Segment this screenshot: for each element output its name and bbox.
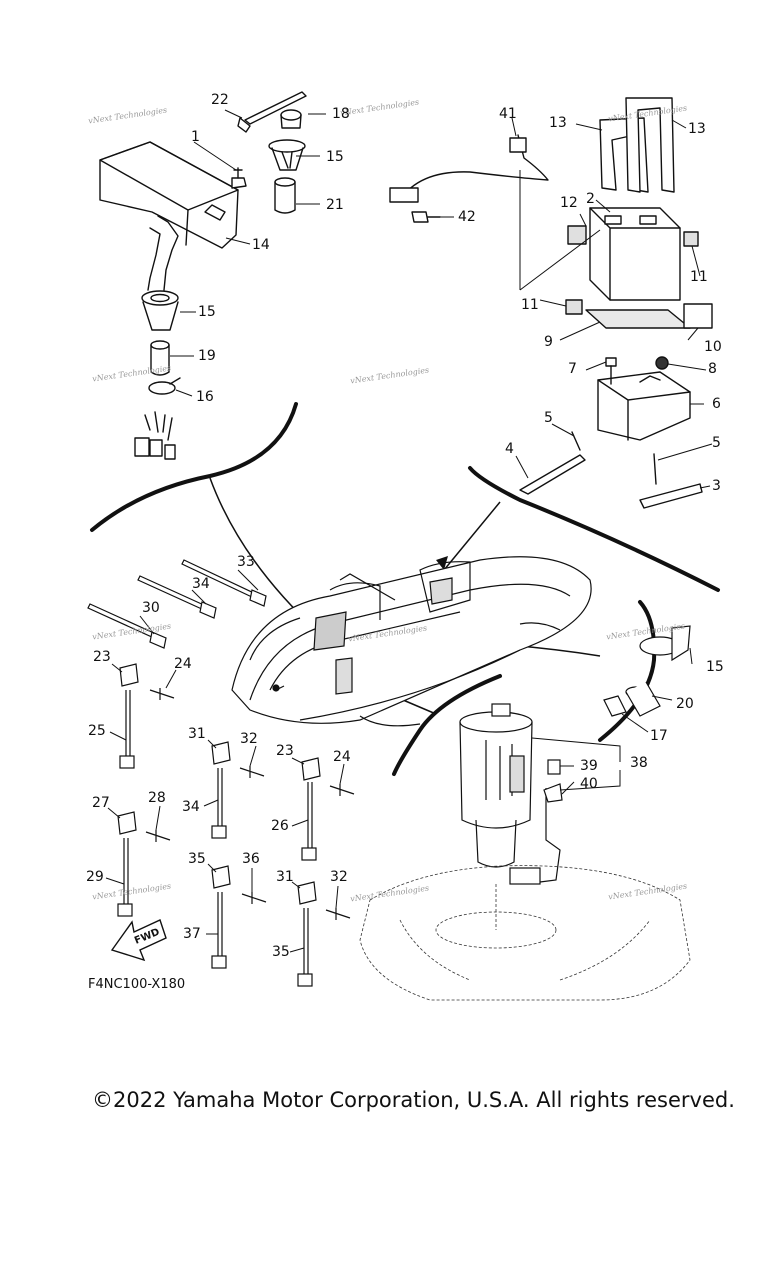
callout-15: 15 [198,304,216,320]
fuel-tank [359,865,691,1001]
callout-34: 34 [192,576,210,592]
callout-5: 5 [712,435,721,451]
callout-26: 26 [271,818,289,834]
bracket-3 [639,483,703,509]
callout-37: 37 [183,926,201,942]
parts-diagram: FWD [87,91,720,1001]
callout-6: 6 [712,396,721,412]
battery-2 [589,207,681,301]
ecu-box-assembly [99,141,239,291]
diagram-code: F4NC100-X180 [88,977,186,992]
callout-23: 23 [93,649,111,665]
callout-39: 39 [580,758,598,774]
pad-10 [683,303,713,329]
tie-22 [237,91,307,133]
bolt-42 [411,211,441,223]
callout-22: 22 [211,92,229,108]
bracket-4 [519,454,586,495]
callout-15: 15 [706,659,724,675]
callout-40: 40 [580,776,598,792]
callout-19: 19 [198,348,216,364]
callout-12: 12 [560,195,578,211]
callout-20: 20 [676,696,694,712]
callout-8: 8 [708,361,717,377]
watercraft-hull [231,556,592,727]
callout-32: 32 [330,869,348,885]
callout-7: 7 [568,361,577,377]
battery-box-6 [597,371,691,441]
callout-35: 35 [188,851,206,867]
callout-11: 11 [521,297,539,313]
callout-33: 34 [182,799,200,815]
cable-ties [87,559,267,649]
fwd-arrow-icon: FWD [110,919,167,962]
bolt-1 [231,167,247,189]
callout-14: 14 [252,237,270,253]
sleeve-21 [274,177,296,214]
callout-4: 4 [505,441,514,457]
nut-8 [655,356,669,370]
callout-31: 31 [188,726,206,742]
clips [117,663,355,987]
callout-27: 27 [92,795,110,811]
callout-28: 28 [148,790,166,806]
callout-34: 35 [272,944,290,960]
cap-18 [280,109,302,129]
callout-5: 5 [544,410,553,426]
callout-24: 24 [174,656,192,672]
callout-17: 17 [650,728,668,744]
callout-32: 32 [240,731,258,747]
copyright-notice: ©2022 Yamaha Motor Corporation, U.S.A. A… [92,1088,735,1112]
bolt-5 [571,431,657,485]
callout-10: 10 [704,339,722,355]
strap-13 [599,97,675,193]
callout-42: 42 [458,209,476,225]
wire-harness-connector [134,411,176,460]
callout-24: 24 [333,749,351,765]
callout-29: 29 [86,869,104,885]
callout-21: 21 [326,197,344,213]
sleeve-19 [150,340,170,376]
callout-11: 11 [690,269,708,285]
callout-2: 2 [586,191,595,207]
callout-3: 3 [712,478,721,494]
callout-18: 18 [332,106,350,122]
callout-30: 30 [142,600,160,616]
pad-11 [565,231,699,315]
battery-cable-41 [389,134,549,203]
fuel-pump-assembly [459,703,563,885]
callout-36: 36 [242,851,260,867]
grommet-15-right [603,625,691,717]
battery-pad-9 [585,309,691,329]
callout-16: 16 [196,389,214,405]
clamp-16 [148,377,181,395]
grommet-15-left [141,290,179,331]
callout-9: 9 [544,334,553,350]
pad-12 [567,225,587,245]
callout-41: 41 [499,106,517,122]
callout-25: 25 [88,723,106,739]
callout-31: 31 [276,869,294,885]
callout-33: 33 [237,554,255,570]
grommet-15-top [268,139,306,171]
callout-15: 15 [326,149,344,165]
callout-13: 13 [549,115,567,131]
callout-1: 1 [191,129,200,145]
callout-13: 13 [688,121,706,137]
callout-23: 23 [276,743,294,759]
callout-38: 38 [630,755,648,771]
